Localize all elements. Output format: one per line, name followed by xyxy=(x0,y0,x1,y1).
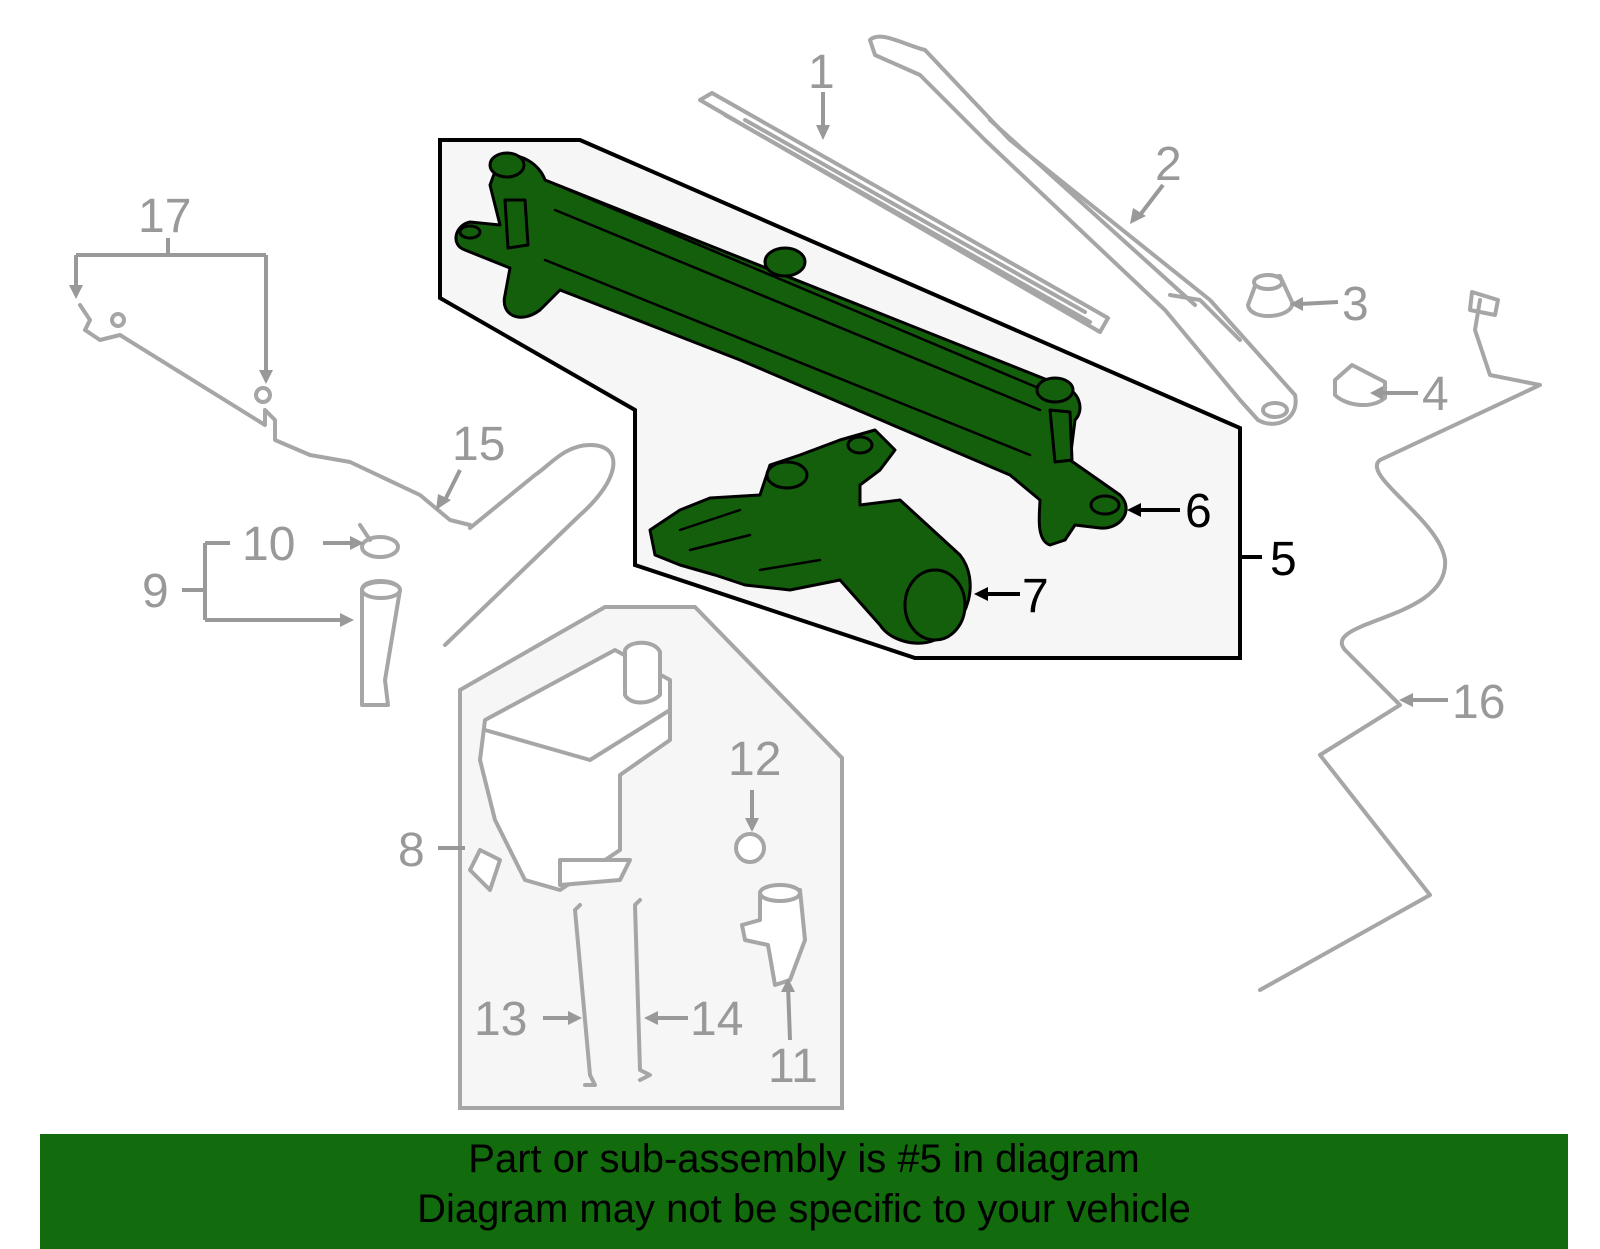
leader-lines xyxy=(69,92,1448,1041)
filler-neck-part[interactable] xyxy=(360,579,402,707)
callout-16: 16 xyxy=(1452,676,1505,729)
callout-4: 4 xyxy=(1422,368,1449,421)
callout-17: 17 xyxy=(138,190,191,243)
nut-cap-part[interactable] xyxy=(1246,273,1294,319)
notice-line-1: Part or sub-assembly is #5 in diagram xyxy=(468,1137,1140,1181)
washer-pump-part[interactable] xyxy=(740,883,807,987)
hose-14-part[interactable] xyxy=(633,898,652,1082)
callout-15: 15 xyxy=(452,418,505,471)
callout-9: 9 xyxy=(142,565,169,618)
callout-5: 5 xyxy=(1270,533,1297,586)
callout-8: 8 xyxy=(398,824,425,877)
notice-banner: Part or sub-assembly is #5 in diagram Di… xyxy=(40,1134,1568,1249)
wiper-motor-part[interactable] xyxy=(648,428,972,645)
filler-cap-part[interactable] xyxy=(358,523,400,559)
washer-reservoir-part[interactable] xyxy=(468,640,672,892)
callout-10: 10 xyxy=(242,518,295,571)
callout-11: 11 xyxy=(768,1040,818,1093)
wiper-arm-part[interactable] xyxy=(868,34,1298,426)
washer-hose-16-part[interactable] xyxy=(1258,290,1542,992)
callout-6: 6 xyxy=(1185,485,1212,538)
washer-hose-17-part[interactable] xyxy=(78,303,472,527)
wiper-blade-part[interactable] xyxy=(698,91,1110,334)
callout-12: 12 xyxy=(728,733,781,786)
arm-cap-part[interactable] xyxy=(1333,363,1387,407)
callout-13: 13 xyxy=(474,993,527,1046)
callout-7: 7 xyxy=(1022,570,1049,623)
wiper-linkage-part[interactable] xyxy=(454,151,1128,547)
hose-13-part[interactable] xyxy=(573,903,597,1087)
grommet-part[interactable] xyxy=(734,832,766,864)
callout-1: 1 xyxy=(808,46,835,99)
callout-3: 3 xyxy=(1342,278,1369,331)
washer-hose-15-part[interactable] xyxy=(443,443,616,647)
callout-2: 2 xyxy=(1155,138,1182,191)
notice-line-2: Diagram may not be specific to your vehi… xyxy=(417,1187,1191,1231)
callout-14: 14 xyxy=(690,993,743,1046)
